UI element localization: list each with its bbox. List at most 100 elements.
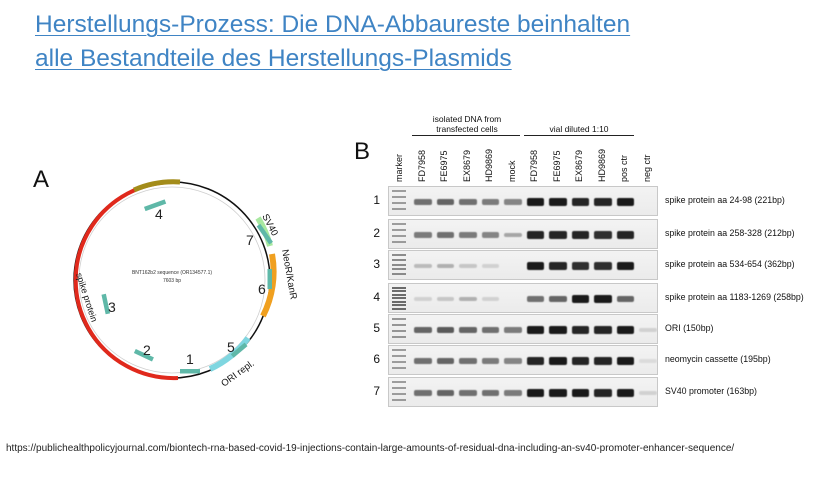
gel-band xyxy=(549,325,567,335)
gel-band xyxy=(481,297,499,301)
ori-arc xyxy=(208,336,251,372)
ladder-band xyxy=(392,190,406,192)
amplicon-5-mark xyxy=(230,342,248,358)
ladder-band xyxy=(392,202,406,204)
amplicon-2-label: 2 xyxy=(143,342,151,358)
gel-band xyxy=(526,325,544,335)
gel-band xyxy=(414,297,432,301)
gel-band xyxy=(526,261,544,271)
gel-band xyxy=(414,326,432,334)
ladder-band xyxy=(392,336,406,338)
gel-band xyxy=(414,357,432,365)
ladder-band xyxy=(392,293,406,296)
amplicon-7-label: 7 xyxy=(246,232,254,248)
gel-band xyxy=(459,296,477,302)
ladder-band xyxy=(392,229,406,231)
band-label: neomycin cassette (195bp) xyxy=(665,354,771,364)
gel-band xyxy=(549,388,567,398)
band-label: spike protein aa 1183-1269 (258bp) xyxy=(665,292,804,302)
amplicon-3-label: 3 xyxy=(108,299,116,315)
gel-band xyxy=(459,198,477,206)
band-label: spike protein aa 534-654 (362bp) xyxy=(665,259,795,269)
source-citation: https://publichealthpolicyjournal.com/bi… xyxy=(6,443,735,454)
amplicon-2-mark xyxy=(133,348,154,362)
amplicon-1-label: 1 xyxy=(186,351,194,367)
ladder-band xyxy=(392,223,406,225)
gel-band xyxy=(414,389,432,397)
gel-strip xyxy=(388,219,658,249)
gel-strip xyxy=(388,283,658,313)
gel-band xyxy=(571,261,589,271)
ladder-band xyxy=(392,349,406,351)
gel-band xyxy=(481,264,499,268)
band-label: spike protein aa 258-328 (212bp) xyxy=(665,228,795,238)
lane-label: FE6975 xyxy=(439,150,450,182)
gel-band xyxy=(436,389,454,397)
gel-band xyxy=(571,325,589,335)
gel-band xyxy=(571,230,589,240)
gel-band xyxy=(436,198,454,206)
gel-band xyxy=(436,357,454,365)
gel-band xyxy=(616,230,634,240)
group-label-transfected: isolated DNA from transfected cells xyxy=(432,114,502,134)
gel-band xyxy=(459,357,477,365)
amplicon-4-label: 4 xyxy=(155,206,163,222)
gel-strip xyxy=(388,250,658,280)
band-label: SV40 promoter (163bp) xyxy=(665,386,757,396)
group-label-vial: vial diluted 1:10 xyxy=(549,124,609,134)
gel-band xyxy=(481,389,499,397)
gel-band xyxy=(571,197,589,207)
gel-band xyxy=(616,261,634,271)
ladder-band xyxy=(392,304,406,307)
gel-band xyxy=(571,356,589,366)
gel-band xyxy=(526,356,544,366)
spike-arc xyxy=(73,179,179,381)
gel-band xyxy=(459,264,477,268)
ladder-band xyxy=(392,241,406,243)
gel-band xyxy=(459,389,477,397)
gel-band xyxy=(549,356,567,366)
amplicon-1-mark xyxy=(180,369,200,374)
gel-band xyxy=(436,231,454,239)
amplicon-6-mark xyxy=(267,269,272,289)
gel-band xyxy=(594,388,612,398)
gel-band xyxy=(436,297,454,301)
panel-a-letter: A xyxy=(33,166,50,193)
gel-band xyxy=(616,388,634,398)
lane-label: FD7958 xyxy=(416,149,427,182)
olive-arc xyxy=(132,179,181,193)
gel-band xyxy=(526,197,544,207)
plasmid-length: 7603 bp xyxy=(163,278,181,284)
gel-band xyxy=(594,356,612,366)
lane-label: HD9869 xyxy=(484,148,495,182)
ladder-band xyxy=(392,387,406,389)
gel-band xyxy=(594,230,612,240)
ladder-band xyxy=(392,208,406,210)
gel-band xyxy=(549,230,567,240)
gel-strip xyxy=(388,377,658,407)
ladder-band xyxy=(392,399,406,401)
ladder-band xyxy=(392,254,406,256)
amplicon-3-mark xyxy=(101,293,111,315)
group-line-transfected xyxy=(412,135,520,136)
lane-label: pos ctr xyxy=(619,154,630,182)
gel-row-number: 1 xyxy=(373,193,380,207)
inner-ring xyxy=(78,186,266,374)
gel-row-number: 6 xyxy=(373,352,380,366)
lane-label: neg ctr xyxy=(641,154,652,182)
gel-strip xyxy=(388,345,658,375)
title-line-1: Herstellungs-Prozess: Die DNA-Abbaureste… xyxy=(35,11,631,38)
gel-band xyxy=(414,232,432,238)
gel-band xyxy=(616,295,634,303)
gel-band xyxy=(526,295,544,303)
gel-band xyxy=(549,261,567,271)
ladder-band xyxy=(392,300,406,303)
lane-label: mock xyxy=(506,160,517,182)
lane-label: marker xyxy=(394,153,405,182)
gel-row-number: 7 xyxy=(373,384,380,398)
lane-label: HD9869 xyxy=(596,148,607,182)
gel-band xyxy=(639,391,657,395)
band-label: spike protein aa 24-98 (221bp) xyxy=(665,195,785,205)
lane-label: EX8679 xyxy=(574,149,585,182)
gel-band xyxy=(571,388,589,398)
